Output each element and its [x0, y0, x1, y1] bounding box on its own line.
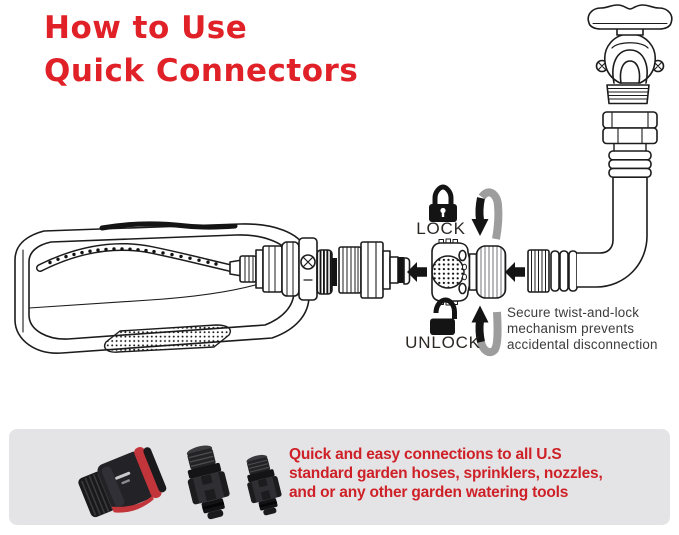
- footer-line-2: standard garden hoses, sprinklers, nozzl…: [289, 464, 603, 482]
- unlock-icon: [430, 297, 457, 335]
- unlock-label: UNLOCK: [405, 333, 481, 352]
- male-quick-adapter-illustration: [338, 241, 411, 299]
- three-quick-connectors-photo: [78, 445, 282, 520]
- lock-icon: [429, 184, 457, 222]
- female-quick-connector-illustration: [431, 238, 507, 306]
- title-line-2: Quick Connectors: [44, 53, 359, 89]
- note-line-1: Secure twist-and-lock: [507, 305, 640, 320]
- flow-left-arrow-icon: [505, 262, 525, 282]
- hose-elbow-illustration: [527, 142, 652, 293]
- title-line-1: How to Use: [44, 10, 248, 46]
- footer-description: Quick and easy connections to all U.S st…: [289, 446, 603, 502]
- outdoor-faucet-illustration: [587, 4, 673, 145]
- twist-lock-note: Secure twist-and-lock mechanism prevents…: [507, 305, 658, 353]
- footer-line-1: Quick and easy connections to all U.S: [289, 446, 562, 463]
- page-title: How to Use Quick Connectors: [44, 7, 358, 93]
- nozzle-dots: [48, 247, 218, 266]
- oscillating-sprinkler-illustration: [14, 221, 337, 354]
- footer-line-3: and or any other garden watering tools: [289, 483, 569, 501]
- rotate-clockwise-arrow-icon: [471, 188, 503, 240]
- note-line-2: mechanism prevents: [507, 320, 635, 336]
- lock-label: LOCK: [416, 219, 466, 238]
- note-line-3: accidental disconnection: [507, 336, 658, 352]
- flow-left-arrow-icon: [407, 262, 427, 282]
- rotate-counterclockwise-arrow-icon: [471, 305, 502, 357]
